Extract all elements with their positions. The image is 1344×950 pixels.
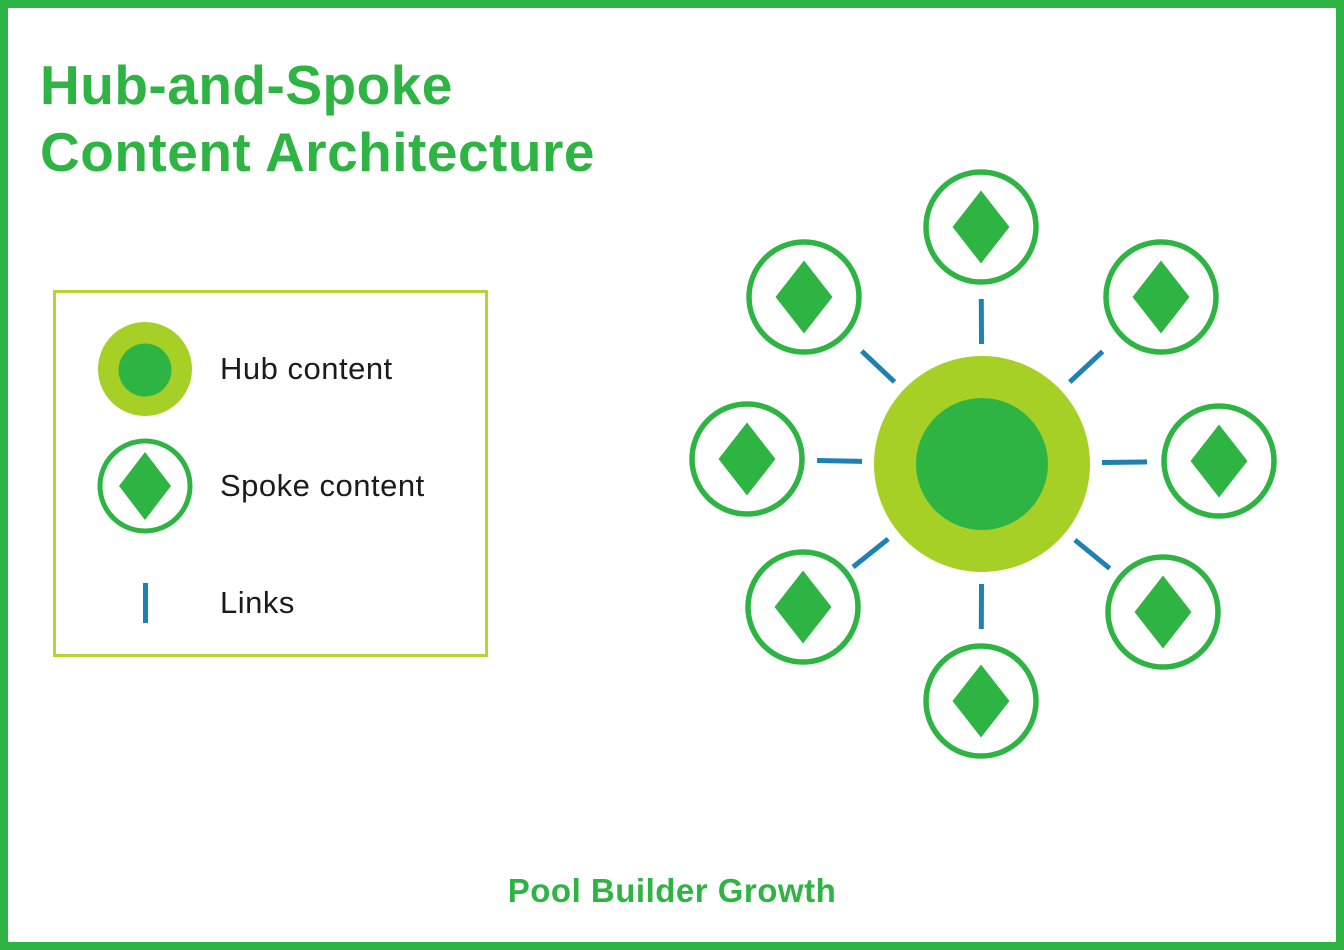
legend-item-links: Links (56, 555, 485, 651)
legend-label-links: Links (220, 585, 295, 620)
spoke-diamond-top (952, 190, 1010, 264)
title-line-1: Hub-and-Spoke (40, 54, 453, 116)
link-line-left (816, 458, 863, 464)
spoke-diamond-bottom-left (774, 570, 832, 644)
link-line-right (1101, 459, 1148, 465)
link-icon (97, 555, 193, 651)
link-line-bottom-left (851, 536, 890, 569)
legend-box: Hub content Spoke content Links (53, 290, 488, 657)
spoke-diamond-left (718, 422, 776, 496)
spoke-diamond-bottom (952, 664, 1010, 738)
spoke-icon (97, 438, 193, 534)
spoke-diamond-top-left (775, 260, 833, 334)
footer-brand: Pool Builder Growth (507, 872, 837, 909)
page-title: Hub-and-Spoke Content Architecture (40, 52, 595, 186)
title-line-2: Content Architecture (40, 121, 595, 184)
legend-label-spoke: Spoke content (220, 468, 425, 503)
spoke-diamond-top-right (1132, 260, 1190, 334)
legend-item-spoke: Spoke content (56, 438, 485, 534)
legend-item-hub: Hub content (56, 321, 485, 417)
hub-icon (97, 321, 193, 417)
legend-label-hub: Hub content (220, 351, 393, 386)
spoke-diamond-right (1190, 424, 1248, 498)
hub-inner-circle (916, 398, 1048, 530)
link-line-top-right (1067, 349, 1105, 384)
link-line-top-left (859, 349, 897, 384)
link-line-bottom-right (1073, 538, 1112, 571)
spoke-diamond-bottom-right (1134, 575, 1192, 649)
